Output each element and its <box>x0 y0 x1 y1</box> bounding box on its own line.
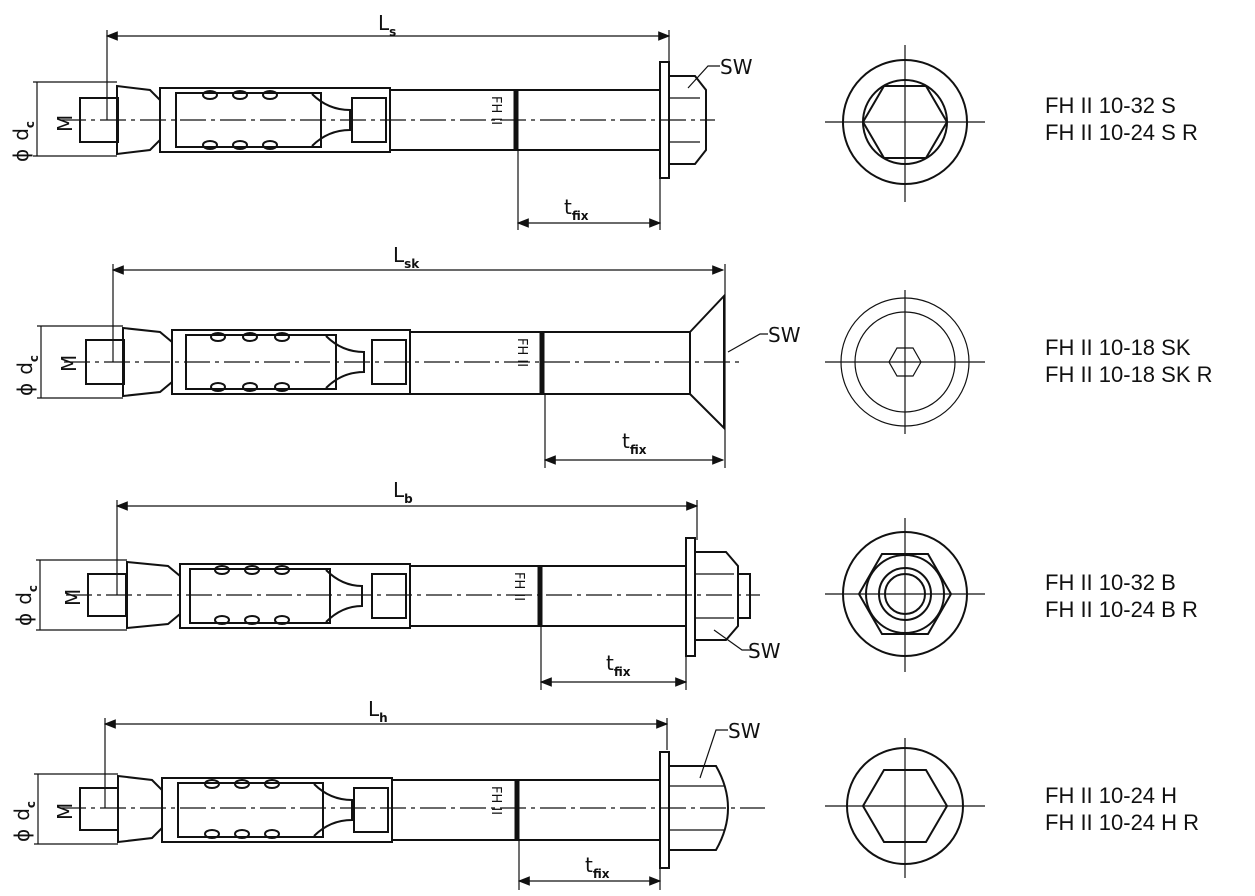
dc-label-sk: ϕdc <box>13 355 41 396</box>
m-label-h: M <box>53 803 77 820</box>
end-view-b <box>825 518 985 672</box>
sw-label-sk: SW <box>768 323 801 347</box>
dc-label-s: ϕdc <box>9 121 37 162</box>
dc-label-h: ϕdc <box>10 801 38 842</box>
m-label-b: M <box>61 589 85 606</box>
end-view-s <box>825 45 985 202</box>
variant-s-drawing: Ls FH II tfix SW ϕdc M <box>9 11 753 230</box>
product-code-sk-1: FH II 10-18 SK <box>1045 335 1191 360</box>
length-dim-label-s: Ls <box>378 11 396 39</box>
m-label-sk: M <box>57 355 81 372</box>
m-label-s: M <box>53 115 77 132</box>
variant-h-drawing: Lh FH II tfix SW ϕdc M <box>10 697 765 890</box>
tfix-label-b: tfix <box>606 651 631 679</box>
product-code-b-2: FH II 10-24 B R <box>1045 597 1198 622</box>
tfix-label-h: tfix <box>585 853 610 881</box>
product-mark-b: FH II <box>511 572 526 601</box>
variant-b-drawing: Lb FH II tfix SW ϕdc M <box>12 478 781 690</box>
length-dim-label-sk: Lsk <box>393 243 420 271</box>
variant-sk-drawing: Lsk FH II tfix SW ϕdc M <box>13 243 801 468</box>
tfix-label-sk: tfix <box>622 429 647 457</box>
product-code-b-1: FH II 10-32 B <box>1045 570 1176 595</box>
dc-label-b: ϕdc <box>12 585 40 626</box>
sw-label-s: SW <box>720 55 753 79</box>
product-mark-h: FH II <box>488 786 503 815</box>
end-view-sk <box>825 290 985 434</box>
product-code-sk-2: FH II 10-18 SK R <box>1045 362 1213 387</box>
product-mark-sk: FH II <box>514 338 529 367</box>
product-code-s-1: FH II 10-32 S <box>1045 93 1176 118</box>
product-code-s-2: FH II 10-24 S R <box>1045 120 1198 145</box>
tfix-label-s: tfix <box>564 195 589 223</box>
length-dim-label-h: Lh <box>368 697 388 725</box>
end-view-h <box>825 738 985 878</box>
product-code-h-2: FH II 10-24 H R <box>1045 810 1199 835</box>
length-dim-label-b: Lb <box>393 478 413 506</box>
product-code-h-1: FH II 10-24 H <box>1045 783 1177 808</box>
sw-label-h: SW <box>728 719 761 743</box>
product-mark-s: FH II <box>488 96 503 125</box>
sw-label-b: SW <box>748 639 781 663</box>
